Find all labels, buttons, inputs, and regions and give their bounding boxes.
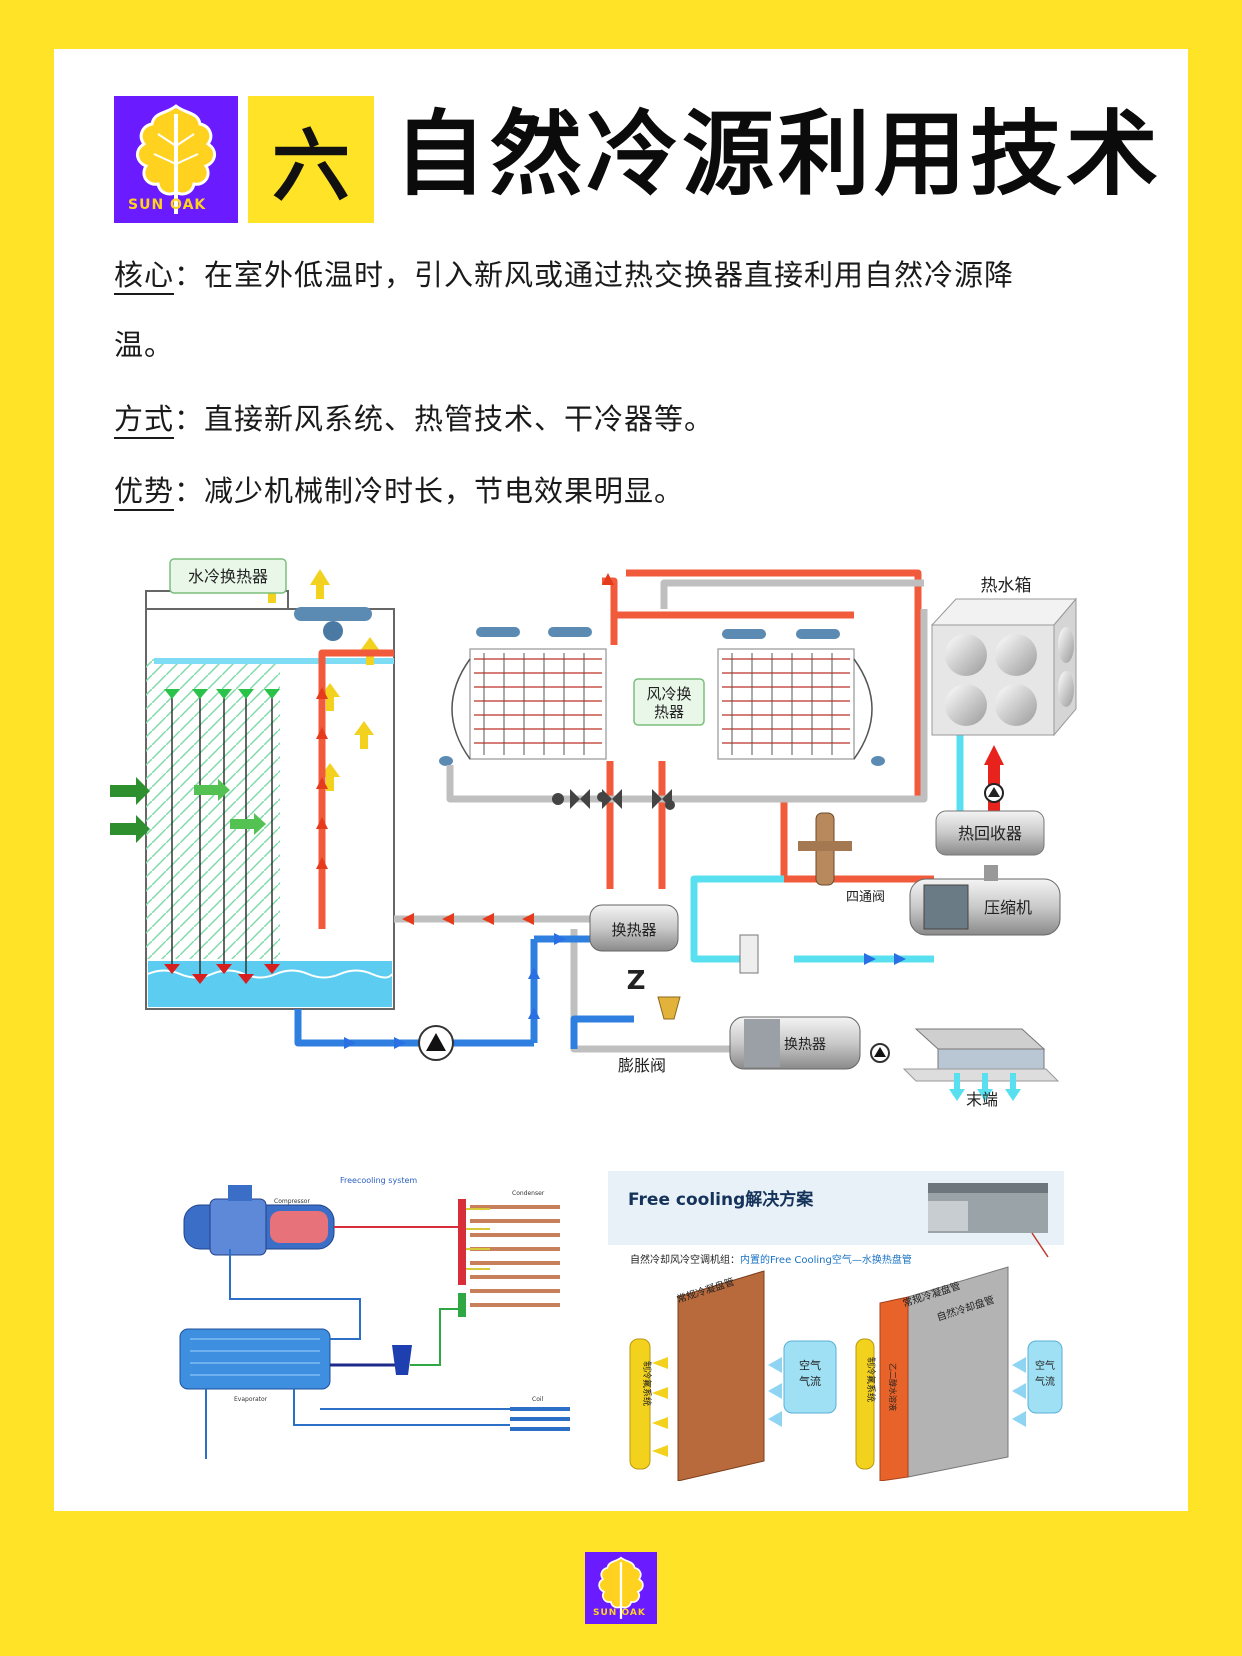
spray-nozzles bbox=[164, 689, 280, 699]
left-air-label-1: 空气 bbox=[799, 1358, 821, 1372]
air-cooled-hx bbox=[439, 627, 885, 766]
compressor-label: 压缩机 bbox=[984, 898, 1032, 917]
footer-logo-text: SUN OAK bbox=[593, 1608, 646, 1618]
solution-subtitle: 自然冷却风冷空调机组：内置的Free Cooling空气—水换热盘管 bbox=[630, 1253, 912, 1266]
pump-small-icon bbox=[870, 1043, 890, 1063]
compressor bbox=[909, 865, 1061, 936]
conventional-coil bbox=[629, 1270, 837, 1481]
terminal-unit bbox=[902, 1028, 1060, 1101]
page-title: 自然冷源利用技术 bbox=[394, 101, 1163, 208]
free-cooling-system-diagram: 水冷换热器 bbox=[110, 558, 1078, 1109]
condenser-unit bbox=[458, 1199, 560, 1319]
method-paragraph: 方式：直接新风系统、热管技术、干冷器等。 bbox=[114, 405, 714, 434]
terminal-label: 末端 bbox=[966, 1090, 998, 1109]
left-system-label: 制冷氟系统 bbox=[641, 1361, 653, 1406]
logo-text: SUN OAK bbox=[128, 197, 207, 213]
right-air-label-1: 空气 bbox=[1035, 1359, 1055, 1372]
heat-exchanger-top-label: 换热器 bbox=[611, 921, 656, 939]
heat-recovery-unit bbox=[935, 810, 1045, 856]
freecooling-title: Freecooling system bbox=[340, 1176, 417, 1185]
heat-exchanger-top bbox=[589, 904, 679, 952]
footer-logo: SUN OAK bbox=[585, 1552, 657, 1624]
valves bbox=[552, 789, 675, 810]
expansion-valve-en bbox=[392, 1345, 412, 1375]
brand-logo: SUN OAK bbox=[114, 96, 238, 223]
solution-subtitle-blue: 内置的Free Cooling空气—水换热盘管 bbox=[740, 1253, 912, 1266]
hot-water-tank-label: 热水箱 bbox=[981, 576, 1032, 596]
airflow-in-arrows bbox=[110, 777, 266, 843]
heat-recovery-label: 热回收器 bbox=[958, 824, 1022, 843]
right-system-label: 制冷氟系统 bbox=[865, 1357, 877, 1402]
hot-water-tank bbox=[930, 597, 1078, 737]
oak-leaf-icon bbox=[136, 104, 216, 214]
method-text: ：直接新风系统、热管技术、干冷器等。 bbox=[174, 402, 715, 436]
section-number: 六 bbox=[248, 96, 374, 223]
right-air-label-2: 气流 bbox=[1035, 1375, 1055, 1388]
coil-unit bbox=[510, 1407, 570, 1431]
advantage-label: 优势 bbox=[114, 474, 175, 508]
pump-icon bbox=[418, 1025, 454, 1061]
cooling-tower bbox=[110, 569, 395, 1010]
heat-exchanger-bottom-label: 换热器 bbox=[784, 1036, 826, 1053]
core-continuation: 温。 bbox=[114, 328, 175, 362]
compressor-label-en: Compressor bbox=[274, 1198, 310, 1205]
evaporator-label-en: Evaporator bbox=[234, 1396, 268, 1403]
content-card: SUN OAK 六 自然冷源利用技术 核心：在室外低温时，引入新风或通过热交换器… bbox=[54, 49, 1188, 1511]
core-text: ：在室外低温时，引入新风或通过热交换器直接利用自然冷源降 bbox=[174, 258, 1015, 292]
core-label: 核心 bbox=[114, 258, 175, 292]
free-cooling-solution-diagram: Free cooling解决方案 自然冷却风冷空调机组：内置的Free Cool… bbox=[608, 1171, 1064, 1481]
four-way-valve-label: 四通阀 bbox=[846, 890, 885, 905]
heat-exchanger-bottom bbox=[729, 1016, 861, 1070]
oak-leaf-icon bbox=[598, 1556, 644, 1619]
free-cooling-coil bbox=[855, 1266, 1063, 1481]
left-air-label-2: 气流 bbox=[799, 1374, 821, 1388]
freecooling-schematic: Freecooling system Compressor Condenser bbox=[179, 1176, 570, 1459]
method-label: 方式 bbox=[114, 402, 175, 436]
advantage-paragraph: 优势：减少机械制冷时长，节电效果明显。 bbox=[114, 477, 684, 506]
advantage-text: ：减少机械制冷时长，节电效果明显。 bbox=[174, 474, 685, 508]
core-paragraph: 核心：在室外低温时，引入新风或通过热交换器直接利用自然冷源降 bbox=[114, 261, 1014, 290]
right-solution-label: 乙二醇水溶液 bbox=[888, 1363, 898, 1411]
evaporator-unit bbox=[179, 1328, 331, 1390]
solution-header: Free cooling解决方案 bbox=[628, 1189, 814, 1210]
svg-text:Z: Z bbox=[627, 966, 646, 996]
grey-pipes bbox=[394, 579, 928, 1053]
air-hx-label-1: 风冷换 bbox=[646, 685, 691, 703]
air-hx-label-2: 热器 bbox=[654, 703, 684, 721]
chiller-unit-image bbox=[928, 1183, 1048, 1233]
drain-nozzles bbox=[164, 964, 280, 984]
coil-label-en: Coil bbox=[532, 1396, 544, 1403]
expansion-valve bbox=[657, 996, 681, 1020]
expansion-valve-label: 膨胀阀 bbox=[618, 1056, 666, 1075]
water-hx-label: 水冷换热器 bbox=[188, 567, 268, 586]
tower-spray-lines bbox=[171, 691, 273, 974]
condenser-label-en: Condenser bbox=[512, 1190, 545, 1197]
compressor-unit bbox=[183, 1185, 335, 1256]
solution-subtitle-black: 自然冷却风冷空调机组： bbox=[630, 1253, 740, 1266]
